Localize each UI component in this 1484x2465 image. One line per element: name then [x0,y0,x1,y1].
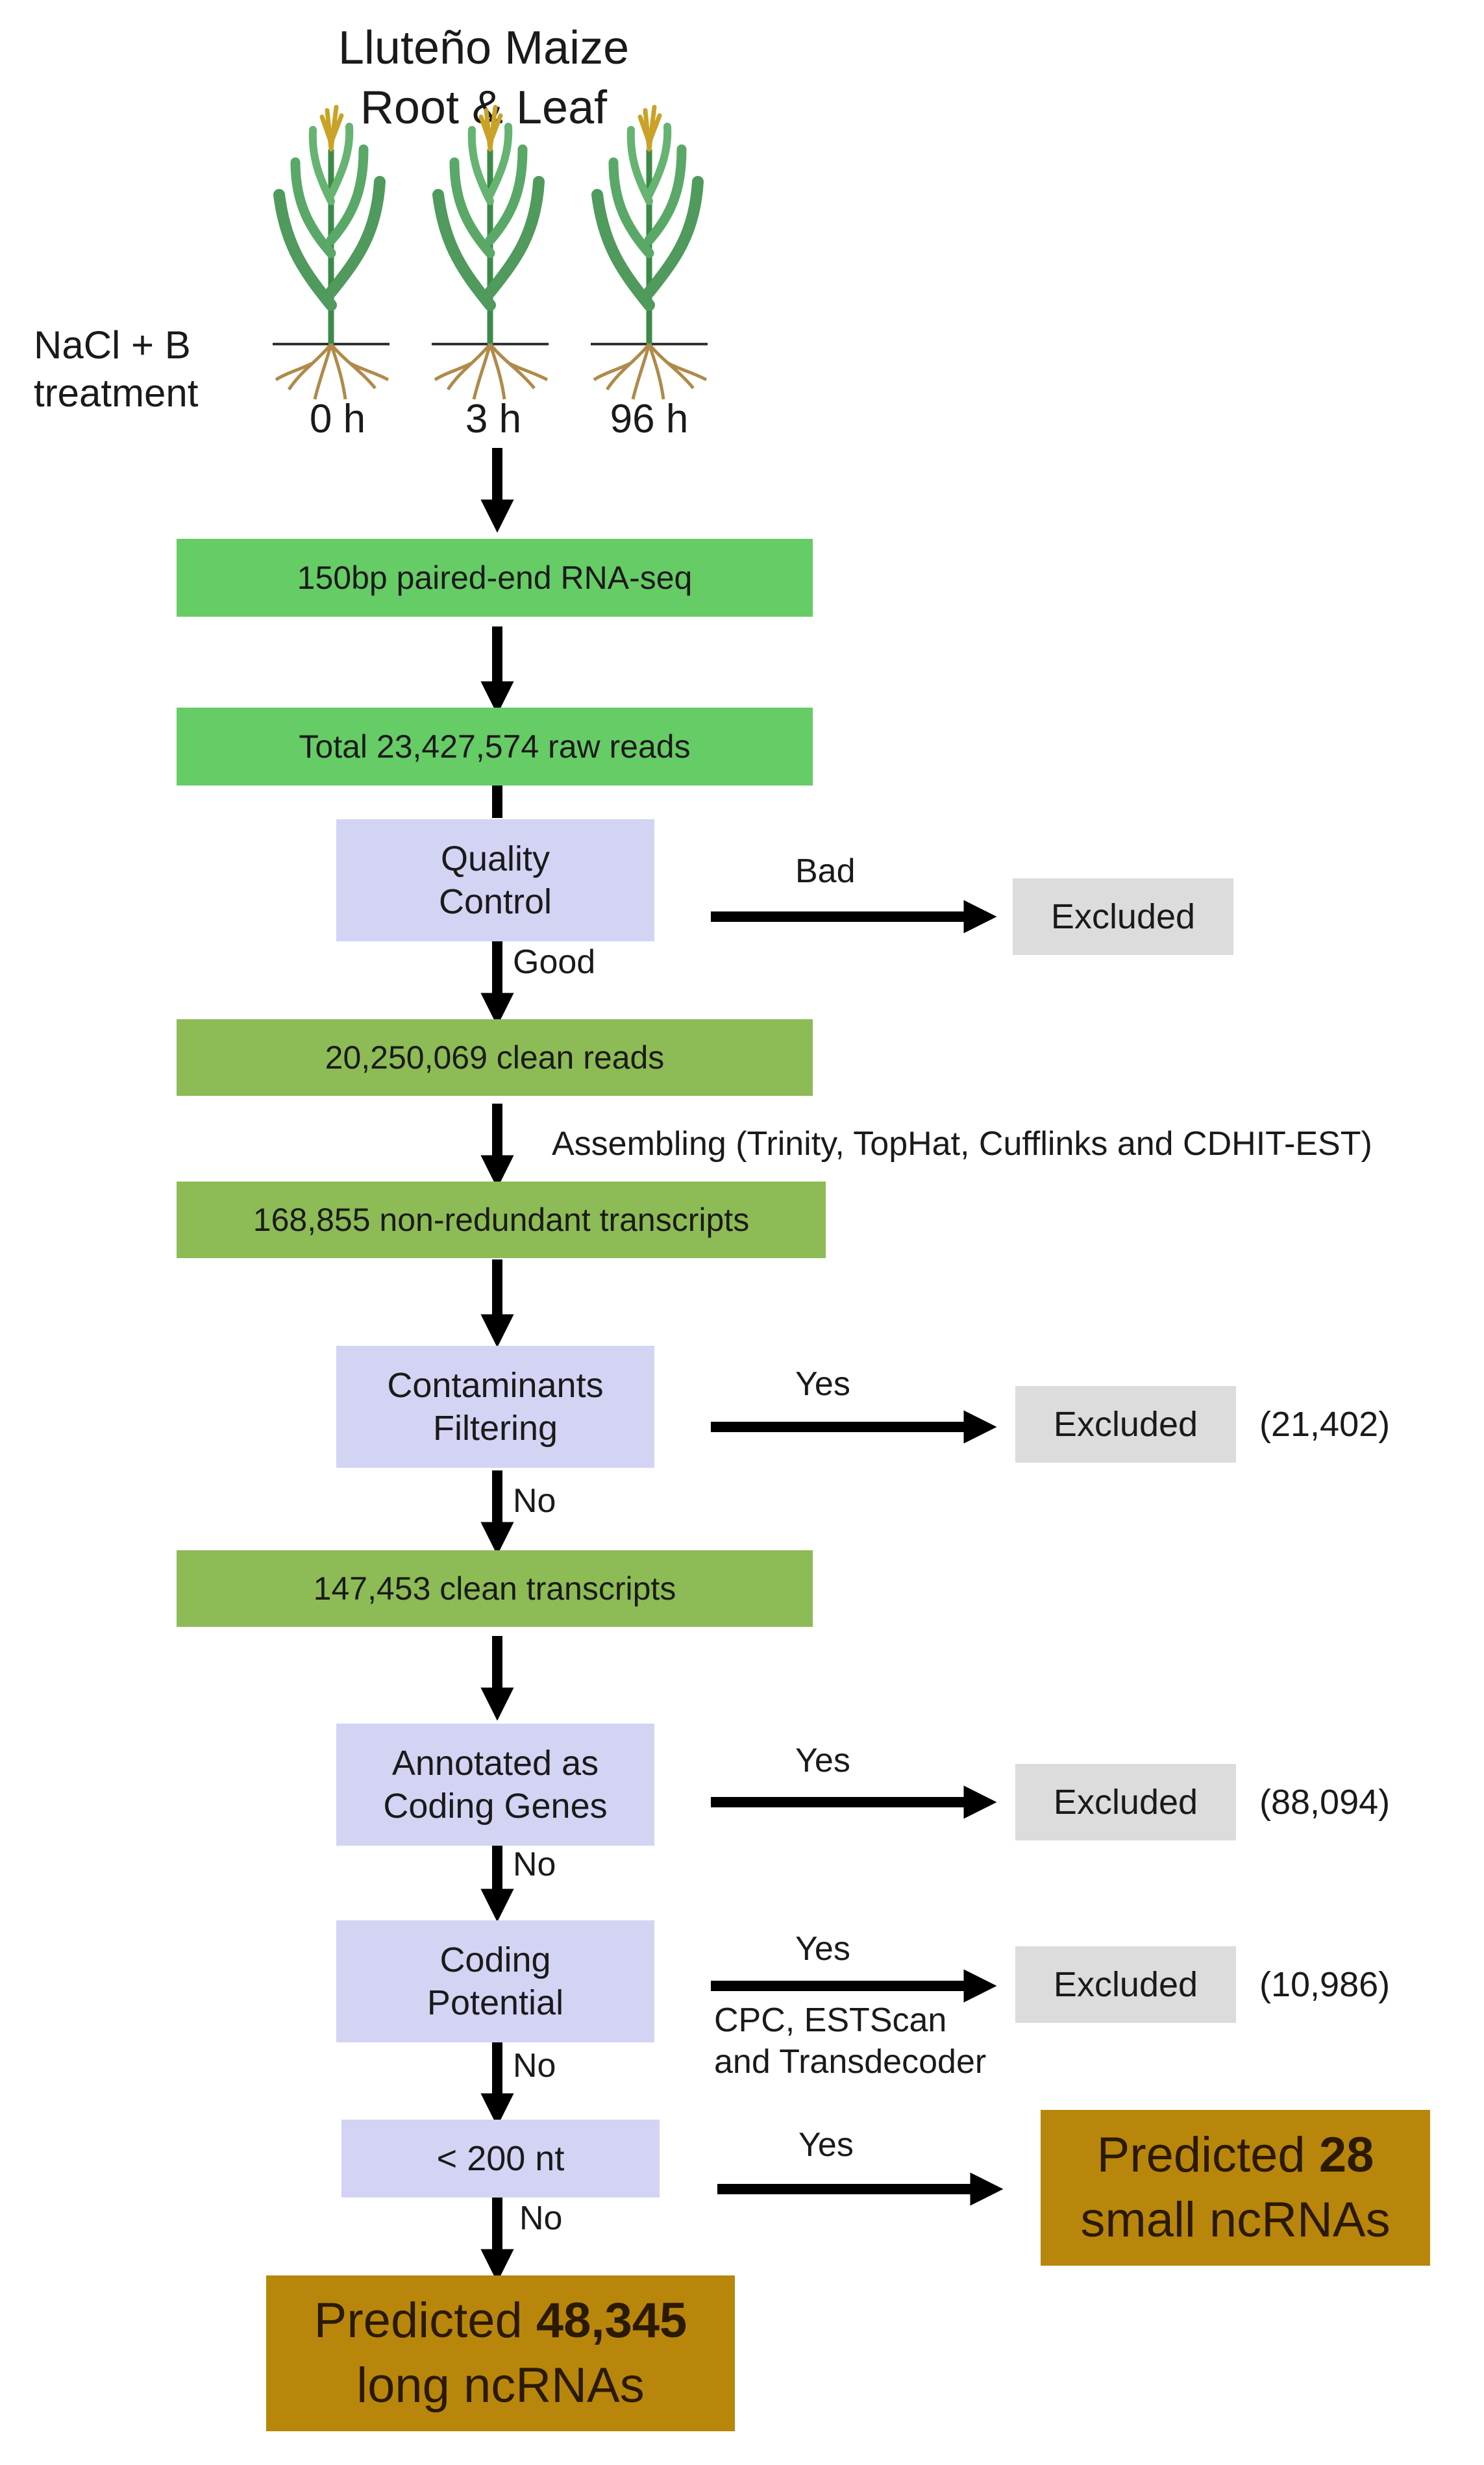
timepoint-3h: 3 h [465,397,522,441]
excluded-count-coding: (10,986) [1259,1965,1391,2004]
small-ncrnas-box: Predicted 28 small ncRNAs [1041,2110,1430,2266]
label-good: Good [513,943,596,981]
assembling-note: Assembling (Trinity, TopHat, Cufflinks a… [552,1125,1372,1163]
tools-note: CPC, ESTScan and Transdecoder [714,2001,987,2081]
plant-96h-icon [591,107,708,399]
excluded-count-contaminants: (21,402) [1259,1405,1391,1444]
excluded-box-annotated: Excluded [1015,1764,1236,1840]
diagram-title: Lluteño Maize Root & Leaf [338,22,630,134]
label-no-contaminants: No [513,1482,556,1520]
label-yes-annotated: Yes [795,1742,850,1779]
excluded-box-qc: Excluded [1013,878,1233,955]
long-ncrnas-box: Predicted 48,345 long ncRNAs [266,2275,735,2431]
raw-reads-box: Total 23,427,574 raw reads [177,708,813,786]
rnaseq-box: 150bp paired-end RNA-seq [177,539,813,617]
excluded-box-contaminants: Excluded [1015,1386,1236,1463]
label-bad: Bad [795,852,856,890]
clean-transcripts-box: 147,453 clean transcripts [177,1550,813,1627]
excluded-count-annotated: (88,094) [1259,1783,1391,1822]
clean-reads-box: 20,250,069 clean reads [177,1019,813,1096]
label-yes-coding: Yes [795,1930,850,1968]
label-no-annotated: No [513,1846,556,1883]
long-ncrnas-count: 48,345 [536,2293,687,2348]
length-filter-box: < 200 nt [341,2120,660,2198]
plant-0h-icon [273,107,390,399]
treatment-label: NaCl + B treatment [34,323,199,415]
label-no-coding: No [513,2047,556,2085]
timepoint-0h: 0 h [309,397,366,441]
label-yes-contaminants: Yes [795,1365,850,1403]
label-no-length: No [519,2199,563,2237]
label-yes-length: Yes [798,2126,854,2164]
plant-3h-icon [432,107,549,399]
small-ncrnas-count: 28 [1318,2127,1374,2183]
non-redundant-box: 168,855 non-redundant transcripts [177,1182,826,1258]
timepoint-96h: 96 h [610,397,689,441]
excluded-box-coding: Excluded [1015,1946,1236,2023]
